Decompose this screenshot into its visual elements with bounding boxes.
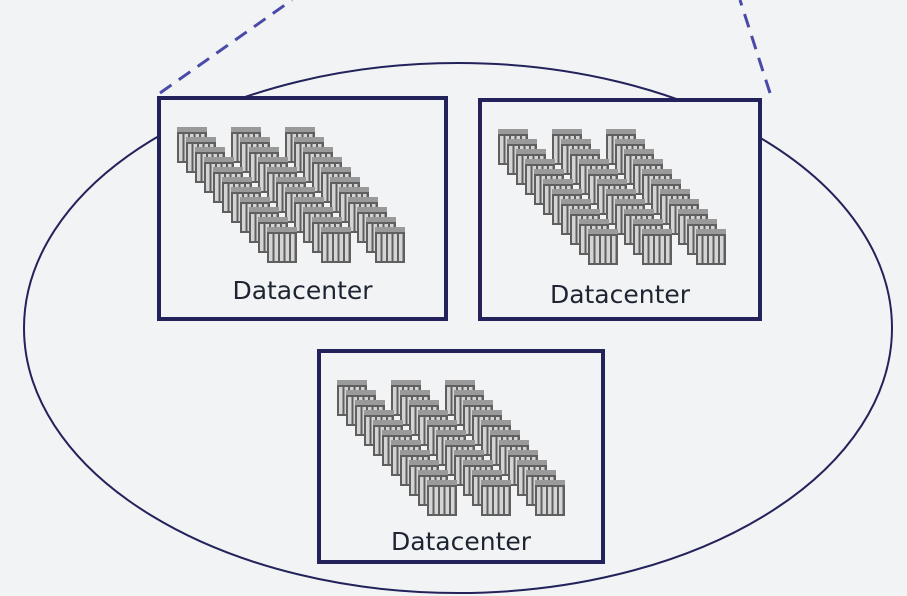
datacenter-box-2: Datacenter [478,98,762,321]
server-rack [427,480,457,516]
server-rack [375,227,405,263]
connector-dashed-line-right [738,0,772,94]
datacenter-label: Datacenter [232,276,373,305]
server-racks-icon [177,127,405,263]
datacenter-label: Datacenter [549,280,691,309]
datacenter-box-1: Datacenter [157,96,448,321]
server-racks-icon [498,129,726,265]
region-ellipse [23,62,893,594]
server-rack [588,229,618,265]
server-rack [321,227,351,263]
connector-dashed-line-left [159,0,293,95]
server-rack [696,229,726,265]
server-rack [642,229,672,265]
datacenter-label: Datacenter [390,527,532,556]
server-rack [267,227,297,263]
server-rack [535,480,565,516]
server-racks-icon [337,380,565,516]
server-rack [481,480,511,516]
datacenter-box-3: Datacenter [317,349,605,564]
